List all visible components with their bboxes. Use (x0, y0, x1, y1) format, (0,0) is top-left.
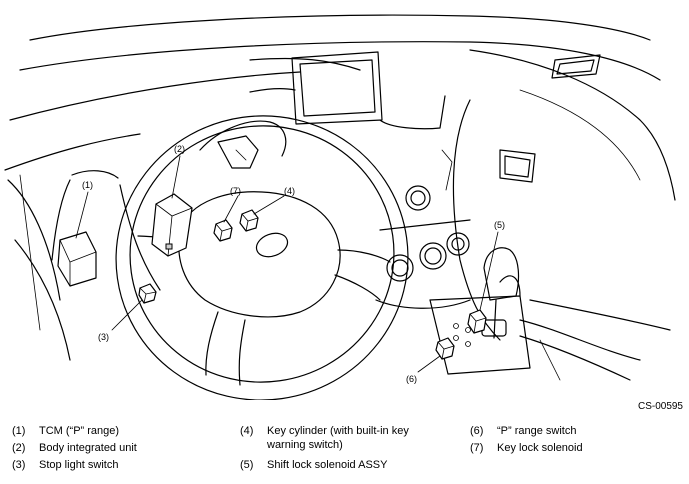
p-range-switch (435, 337, 455, 360)
vehicle-interior-diagram: (1) (2) (3) (4) (5) (6) (7) (4, 14, 676, 400)
callout-3: (3) (98, 332, 109, 342)
callout-7: (7) (230, 186, 241, 196)
legend-item: (6) “P” range switch (470, 424, 576, 438)
callout-4: (4) (284, 186, 295, 196)
parts-legend: (1) TCM (“P” range) (2) Body integrated un… (0, 424, 689, 484)
legend-item: (7) Key lock solenoid (470, 441, 583, 455)
key-cylinder (239, 209, 259, 232)
figure-code: CS-00595 (637, 401, 683, 412)
left-door (7, 174, 71, 361)
dashboard-outline (4, 14, 676, 201)
legend-number: (1) (12, 425, 26, 437)
legend-item: (5) Shift lock solenoid ASSY (240, 458, 387, 472)
callout-6: (6) (406, 374, 417, 384)
legend-number: (3) (12, 459, 26, 471)
steering-column (199, 120, 287, 169)
legend-text: TCM (“P” range) (39, 425, 120, 437)
legend-number: (7) (470, 442, 484, 454)
body-integrated-unit (151, 193, 193, 257)
legend-text: “P” range switch (497, 425, 577, 437)
legend-item: (3) Stop light switch (12, 458, 118, 472)
legend-number: (5) (240, 459, 254, 471)
legend-text: Stop light switch (39, 459, 119, 471)
leader-lines (75, 155, 499, 373)
legend-text: Body integrated unit (39, 442, 137, 454)
shifter-console (429, 247, 671, 381)
legend-text: Key cylinder (with built-in key warning … (267, 425, 409, 451)
legend-text: Key lock solenoid (497, 442, 583, 454)
legend-item: (1) TCM (“P” range) (12, 424, 119, 438)
legend-number: (2) (12, 442, 26, 454)
legend-number: (6) (470, 425, 484, 437)
right-air-vent (551, 54, 601, 79)
stop-light-switch (138, 283, 157, 304)
legend-number: (4) (240, 425, 254, 437)
legend-item: (2) Body integrated unit (12, 441, 137, 455)
tcm-module (57, 231, 97, 287)
steering-wheel (115, 115, 409, 400)
callout-5: (5) (494, 220, 505, 230)
legend-text: Shift lock solenoid ASSY (267, 459, 388, 471)
callout-2: (2) (174, 144, 185, 154)
legend-item: (4) Key cylinder (with built-in key warni… (240, 424, 409, 452)
left-dash-panel (51, 170, 161, 291)
callout-1: (1) (82, 180, 93, 190)
center-display (249, 51, 446, 130)
key-lock-solenoid (213, 219, 233, 242)
